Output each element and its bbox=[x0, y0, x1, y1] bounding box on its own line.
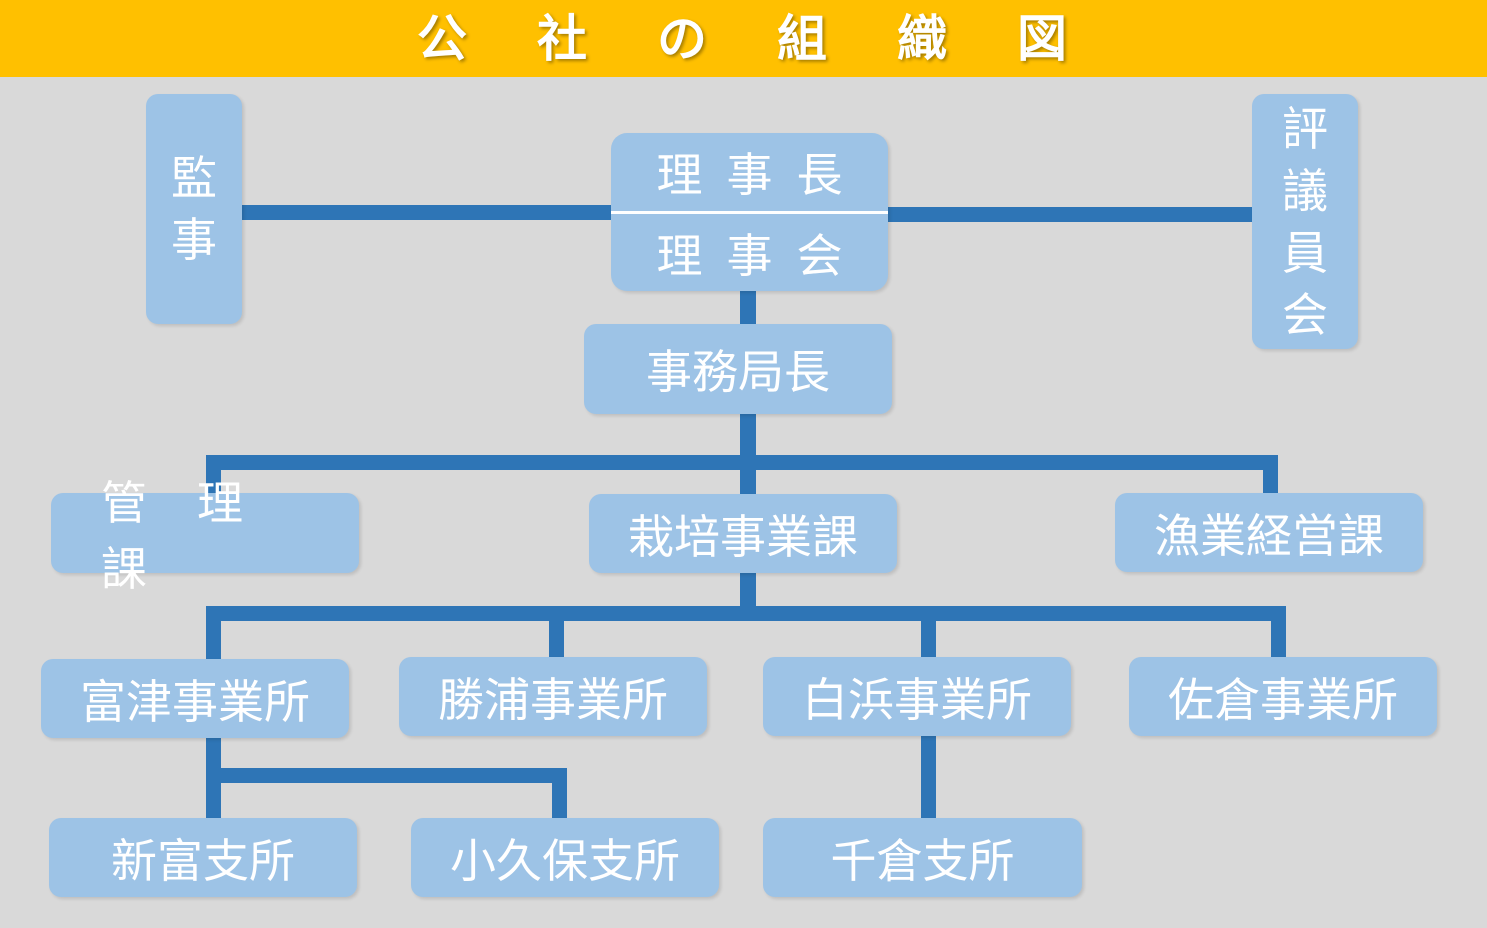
title-char-1: 公 bbox=[417, 10, 467, 68]
secretary-general-label: 事務局長 bbox=[646, 345, 830, 399]
shintomi-branch-label: 新富支所 bbox=[111, 833, 295, 888]
cultivation-section-box: 栽培事業課 bbox=[589, 494, 897, 573]
connector-cultivation-down bbox=[740, 572, 756, 608]
title-char-5: 織 bbox=[897, 10, 947, 68]
fishery-section-box: 漁業経営課 bbox=[1115, 493, 1423, 572]
chikura-branch-label: 千倉支所 bbox=[830, 833, 1015, 888]
connector-secretary-down bbox=[740, 413, 756, 496]
connector-board-secretary bbox=[740, 290, 756, 326]
admin-section-box: 管理課 bbox=[51, 476, 359, 596]
title-char-2: 社 bbox=[537, 10, 587, 68]
sakura-office-box: 佐倉事業所 bbox=[1129, 657, 1437, 736]
auditor-char-1: 監 bbox=[171, 151, 217, 205]
connector-shirahama bbox=[921, 606, 936, 662]
futtsu-office-label: 富津事業所 bbox=[80, 674, 310, 729]
admin-section-label: 管理課 bbox=[101, 476, 293, 596]
futtsu-office-box: 富津事業所 bbox=[41, 659, 349, 738]
connector-council bbox=[888, 207, 1253, 222]
connector-futtsu bbox=[206, 606, 221, 662]
shintomi-branch-box: 新富支所 bbox=[49, 818, 357, 897]
okubo-branch-label: 小久保支所 bbox=[450, 833, 680, 888]
title-char-3: の bbox=[657, 10, 707, 68]
chikura-branch-box: 千倉支所 bbox=[763, 818, 1082, 897]
sakura-office-label: 佐倉事業所 bbox=[1168, 672, 1398, 727]
connector-chikura bbox=[921, 735, 936, 821]
council-char-2: 議 bbox=[1282, 163, 1328, 218]
connector-fishery bbox=[1263, 455, 1278, 495]
connector-sakura bbox=[1271, 606, 1286, 662]
shirahama-office-label: 白浜事業所 bbox=[802, 672, 1032, 727]
council-char-1: 評 bbox=[1282, 101, 1328, 156]
title-char-4: 組 bbox=[777, 10, 827, 68]
council-box: 評 議 員 会 bbox=[1252, 94, 1358, 349]
auditor-char-2: 事 bbox=[171, 213, 217, 267]
connector-admin bbox=[206, 455, 221, 495]
chairman-board-box: 理事長 理事会 bbox=[611, 133, 888, 291]
title-char-6: 図 bbox=[1017, 10, 1067, 68]
okubo-branch-box: 小久保支所 bbox=[411, 818, 719, 897]
shirahama-office-box: 白浜事業所 bbox=[763, 657, 1071, 736]
katsuura-office-box: 勝浦事業所 bbox=[399, 657, 707, 736]
auditor-box: 監 事 bbox=[146, 94, 242, 324]
connector-katsuura bbox=[549, 606, 564, 662]
board-label: 理事会 bbox=[656, 229, 867, 283]
connector-branch-bar bbox=[206, 768, 567, 783]
connector-okubo bbox=[552, 768, 567, 822]
connector-offices-bar bbox=[206, 606, 1286, 621]
chairman-board-divider bbox=[611, 211, 888, 214]
council-char-4: 会 bbox=[1282, 287, 1328, 342]
connector-auditor bbox=[242, 205, 612, 220]
council-char-3: 員 bbox=[1282, 225, 1328, 280]
fishery-section-label: 漁業経営課 bbox=[1154, 508, 1384, 563]
chairman-label: 理事長 bbox=[656, 148, 867, 202]
secretary-general-box: 事務局長 bbox=[584, 324, 892, 414]
connector-sections-bar bbox=[206, 455, 1278, 470]
cultivation-section-label: 栽培事業課 bbox=[628, 509, 858, 564]
header-bar: 公 社 の 組 織 図 bbox=[0, 0, 1487, 77]
katsuura-office-label: 勝浦事業所 bbox=[438, 672, 668, 727]
